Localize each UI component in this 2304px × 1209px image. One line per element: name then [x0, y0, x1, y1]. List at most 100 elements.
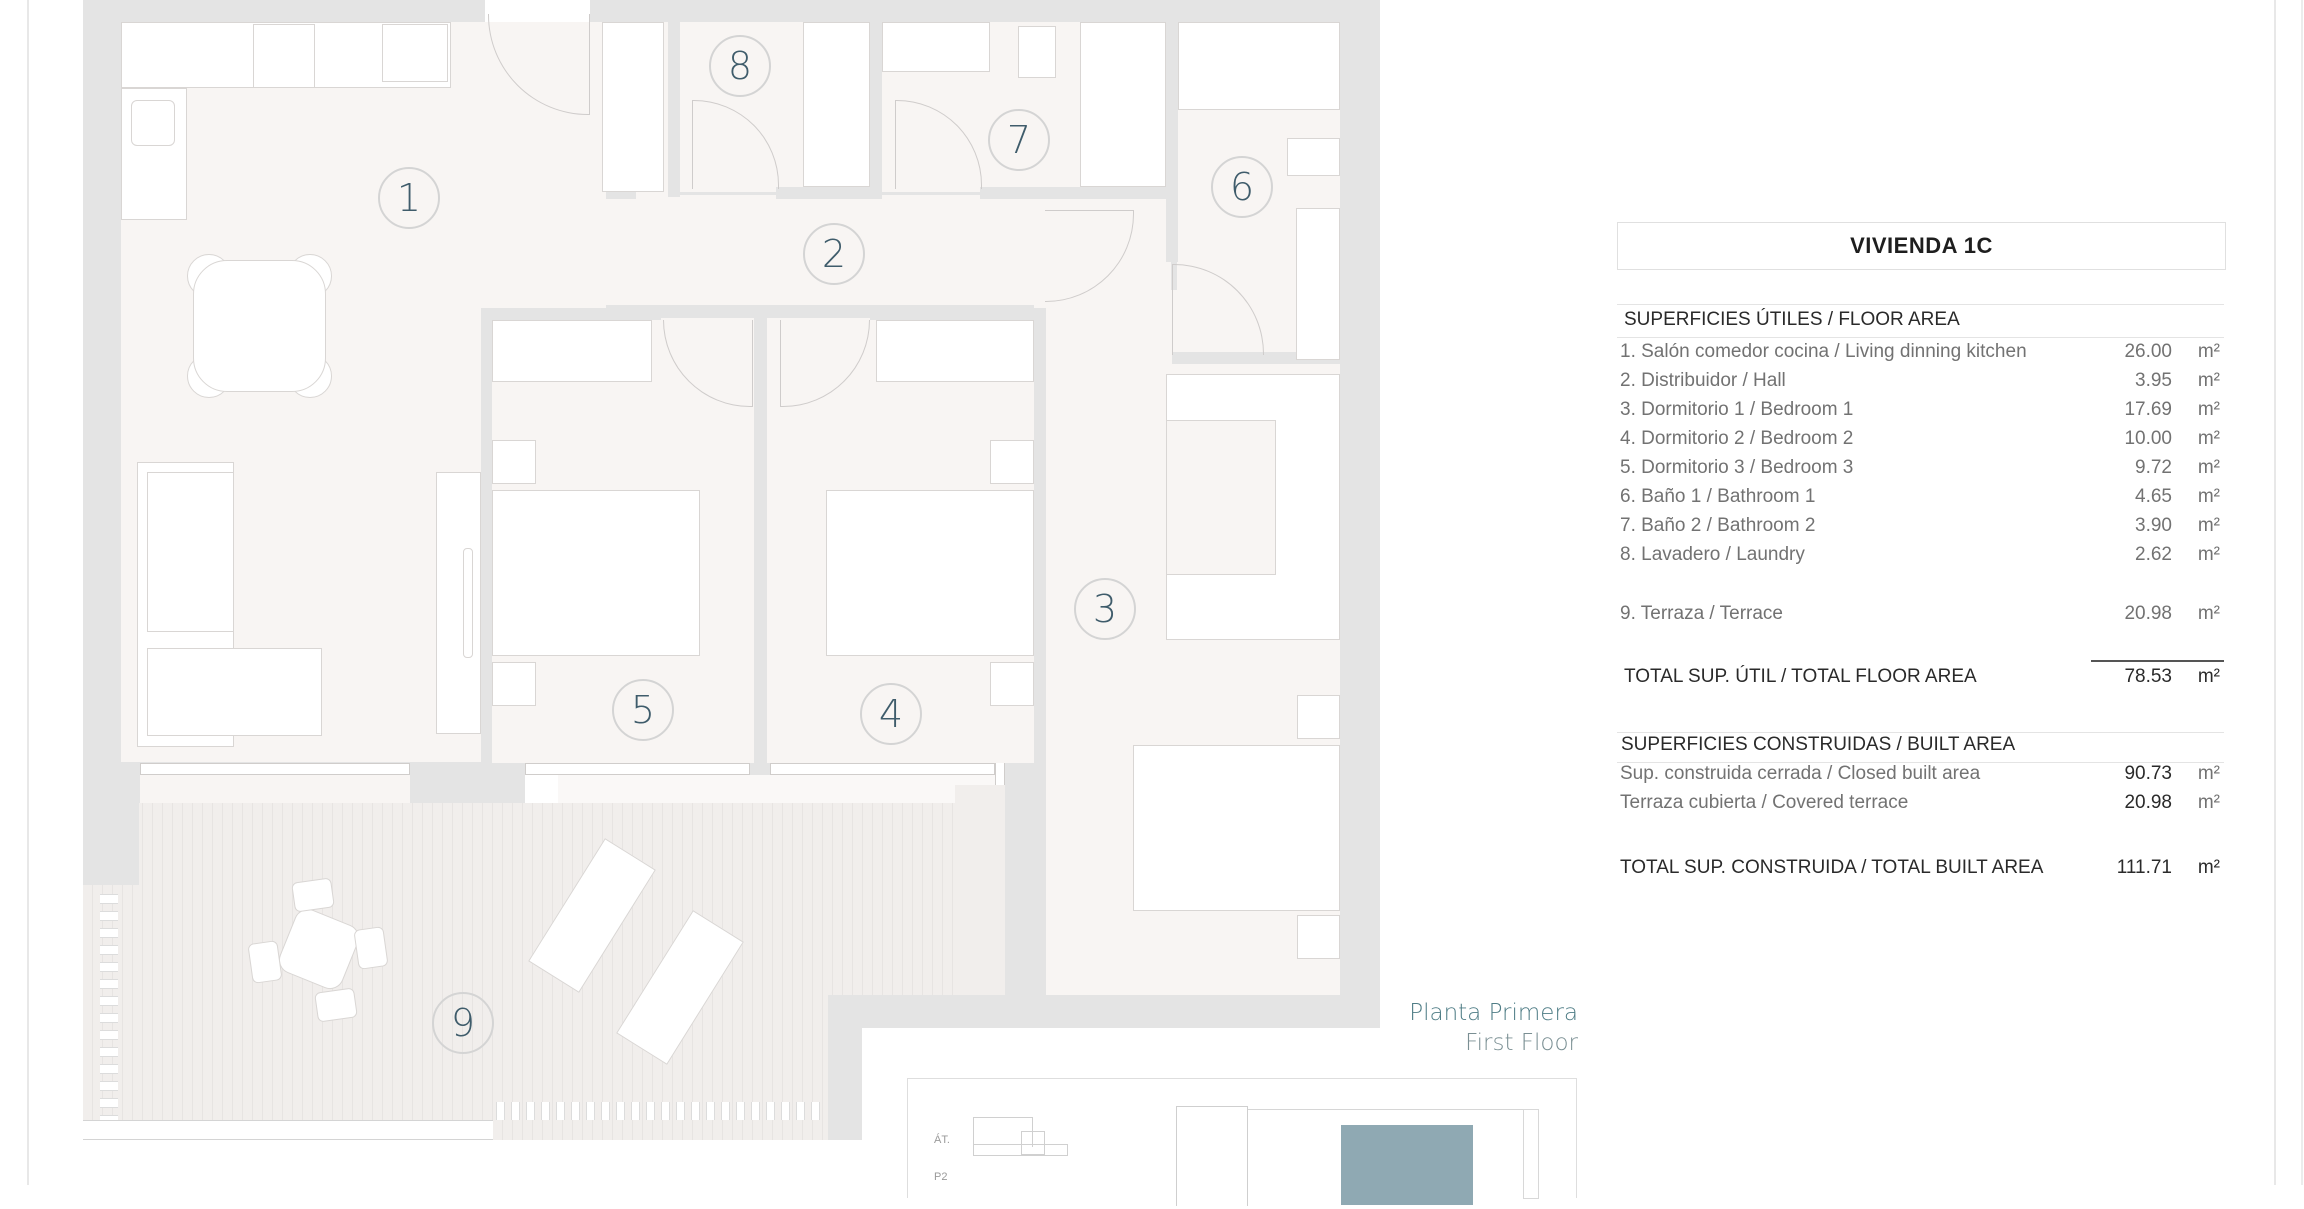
total-floor-row: TOTAL SUP. ÚTIL / TOTAL FLOOR AREA 78.53…: [1624, 666, 2224, 694]
page-border-right: [2274, 0, 2276, 1185]
terrace-row-label: 9. Terraza / Terrace: [1620, 603, 1783, 624]
area-row-value: 26.00: [2124, 341, 2172, 362]
exterior-area: [1380, 0, 1420, 1000]
total-built-unit: m²: [2197, 857, 2220, 878]
balcony-strip: [140, 775, 410, 803]
terrace-row-unit: m²: [2197, 603, 2220, 624]
balcony-strip-2: [525, 775, 995, 803]
bed3-wardrobe: [492, 320, 652, 382]
built-row-value: 90.73: [2124, 763, 2172, 784]
bath2-shower: [1080, 22, 1166, 187]
divider: [1617, 337, 2224, 338]
area-row-unit: m²: [2197, 399, 2220, 420]
built-row: Terraza cubierta / Covered terrace 20.98…: [1620, 792, 2224, 820]
area-row: 4. Dormitorio 2 / Bedroom 2 10.00 m²: [1620, 428, 2224, 456]
tv-unit: [436, 472, 481, 734]
area-row-unit: m²: [2197, 428, 2220, 449]
key-plan: ÁT. P2: [907, 1078, 1577, 1206]
area-row: 6. Baño 1 / Bathroom 1 4.65 m²: [1620, 486, 2224, 514]
area-row-value: 17.69: [2124, 399, 2172, 420]
total-built-value: 111.71: [2116, 857, 2172, 878]
area-row: 5. Dormitorio 3 / Bedroom 3 9.72 m²: [1620, 457, 2224, 485]
wall-bed-top-right: [870, 308, 1046, 320]
area-row-unit: m²: [2197, 486, 2220, 507]
built-row-unit: m²: [2197, 763, 2220, 784]
sofa-section: [147, 472, 234, 632]
terrace-left-wall: [83, 780, 139, 885]
wall-pillar: [410, 763, 525, 803]
terrace-chair: [314, 987, 358, 1023]
terrace-row-value: 20.98: [2124, 603, 2172, 624]
cooktop: [253, 24, 315, 88]
bath1-toilet: [1287, 138, 1340, 176]
bath2-toilet: [1018, 26, 1056, 78]
terrace-planter-bottom: [493, 1102, 823, 1120]
sink: [131, 100, 175, 146]
floor-plan: 1 2 3 4 5 6 7 8 9: [83, 0, 1400, 1185]
room-number-1: 1: [378, 167, 440, 229]
built-row-label: Terraza cubierta / Covered terrace: [1620, 792, 1909, 813]
key-plan-section-block: [973, 1117, 1033, 1147]
area-row-unit: m²: [2197, 370, 2220, 391]
total-divider: [2091, 660, 2224, 662]
area-row-label: 8. Lavadero / Laundry: [1620, 544, 1805, 565]
room-terrace: [83, 803, 955, 1140]
terrace-chair: [291, 877, 335, 913]
area-row-value: 4.65: [2135, 486, 2172, 507]
terrace-chair: [353, 926, 389, 970]
room-number-2: 2: [803, 223, 865, 285]
wall-bath1-left: [1166, 22, 1178, 262]
key-plan-section-floor: [973, 1144, 1068, 1156]
room-number-9: 9: [432, 992, 494, 1054]
area-row-label: 1. Salón comedor cocina / Living dinning…: [1620, 341, 2027, 362]
floor-caption-en: First Floor: [1465, 1030, 1578, 1056]
tv: [463, 548, 473, 658]
room-bedroom-1-corridor: [1034, 300, 1174, 370]
total-floor-label: TOTAL SUP. ÚTIL / TOTAL FLOOR AREA: [1624, 666, 1977, 687]
area-row-label: 4. Dormitorio 2 / Bedroom 2: [1620, 428, 1854, 449]
terrace-chair: [247, 940, 283, 984]
bed2-nightstand: [990, 440, 1034, 484]
area-row-value: 3.90: [2135, 515, 2172, 536]
area-row: 1. Salón comedor cocina / Living dinning…: [1620, 341, 2224, 369]
bed2-bed: [826, 490, 1034, 656]
dining-table: [193, 260, 326, 392]
terrace-row: 9. Terraza / Terrace 20.98 m²: [1620, 603, 2224, 631]
room-number-3: 3: [1074, 578, 1136, 640]
key-plan-building: [1176, 1106, 1248, 1206]
area-row-value: 3.95: [2135, 370, 2172, 391]
area-row-unit: m²: [2197, 457, 2220, 478]
bed3-nightstand: [492, 440, 536, 484]
area-row: 7. Baño 2 / Bathroom 2 3.90 m²: [1620, 515, 2224, 543]
exterior-bottom: [862, 1028, 1400, 1185]
built-row-unit: m²: [2197, 792, 2220, 813]
room-number-5: 5: [612, 679, 674, 741]
total-floor-unit: m²: [2197, 666, 2220, 687]
area-row-value: 10.00: [2124, 428, 2172, 449]
area-row-label: 3. Dormitorio 1 / Bedroom 1: [1620, 399, 1854, 420]
divider: [1617, 304, 2224, 305]
wall-laundry-left: [668, 22, 680, 197]
floor-area-header: SUPERFICIES ÚTILES / FLOOR AREA: [1624, 309, 1960, 330]
room-number-7: 7: [988, 109, 1050, 171]
floor-caption-es: Planta Primera: [1409, 1000, 1578, 1026]
divider: [1617, 732, 2224, 733]
built-row: Sup. construida cerrada / Closed built a…: [1620, 763, 2224, 791]
sofa-chaise: [147, 648, 322, 736]
key-plan-unit-highlight: [1341, 1125, 1473, 1205]
key-plan-section-box: [1021, 1131, 1045, 1155]
area-row-value: 9.72: [2135, 457, 2172, 478]
terrace-bottom-edge: [83, 1120, 493, 1140]
bed2-wardrobe: [876, 320, 1034, 382]
wall-bed2-right: [1034, 308, 1046, 800]
wall-laundry-right: [870, 22, 882, 197]
area-row-value: 2.62: [2135, 544, 2172, 565]
room-number-6: 6: [1211, 156, 1273, 218]
laundry-shelf: [602, 22, 664, 192]
total-built-row: TOTAL SUP. CONSTRUIDA / TOTAL BUILT AREA…: [1620, 857, 2224, 885]
area-row: 2. Distribuidor / Hall 3.95 m²: [1620, 370, 2224, 398]
bed1-nightstand: [1297, 695, 1340, 739]
page-border-left: [27, 0, 29, 1185]
bed3-bed: [492, 490, 700, 656]
wall-bed-top-left: [481, 308, 661, 320]
